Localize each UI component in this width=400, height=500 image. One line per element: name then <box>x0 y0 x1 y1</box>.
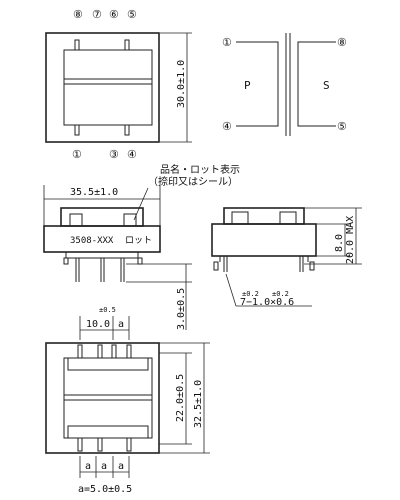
pin-label-4: ④ <box>127 148 137 161</box>
side-body <box>211 223 317 257</box>
pin-label-6: ⑥ <box>109 8 119 21</box>
schem-pin-4: ④ <box>222 120 232 133</box>
primary-winding <box>236 41 279 127</box>
side-dim-8: 8.0 <box>334 234 345 252</box>
pin-label-3: ③ <box>109 148 119 161</box>
bottom-view: ±0.5 10.0 a 22.0±0.5 32.5±1.0 <box>45 306 210 495</box>
pin-size-dim: 7−1.0×0.6 <box>240 297 294 308</box>
bottom-dim-22: 22.0±0.5 <box>175 374 186 422</box>
marking-lot: ロット <box>125 236 152 246</box>
bottom-dim-32: 32.5±1.0 <box>193 380 204 428</box>
front-view: 品名・ロット表示 （捺印又はシール） 35.5±1.0 3508-XXX ロット… <box>43 163 240 330</box>
front-width-dim: 35.5±1.0 <box>70 187 118 198</box>
marking-note-2: （捺印又はシール） <box>148 175 238 188</box>
pin-length-dim: 3.0±0.5 <box>176 288 187 330</box>
side-tol-left: ±0.2 <box>242 290 259 298</box>
side-height-dim: 20.0 MAX <box>345 216 356 264</box>
bottom-dim-a-1: a <box>85 461 91 472</box>
schematic: ① ④ ⑧ ⑤ P S <box>222 33 347 136</box>
bottom-tol: ±0.5 <box>99 306 116 314</box>
schem-pin-8: ⑧ <box>337 36 347 49</box>
bottom-outline <box>45 342 160 454</box>
marking-note-1: 品名・ロット表示 <box>160 163 240 176</box>
bottom-dim-a-top: a <box>118 319 124 330</box>
bottom-dim-a-3: a <box>118 461 124 472</box>
bottom-dim-a-2: a <box>101 461 107 472</box>
bottom-dim-10: 10.0 <box>86 319 110 330</box>
marking-part: 3508-XXX <box>70 236 114 246</box>
secondary-label: S <box>323 79 330 92</box>
pin-label-8: ⑧ <box>73 8 83 21</box>
secondary-winding <box>297 41 336 127</box>
schem-pin-1: ① <box>222 36 232 49</box>
top-outline <box>45 32 160 143</box>
schem-pin-5: ⑤ <box>337 120 347 133</box>
pin-label-7: ⑦ <box>92 8 102 21</box>
side-view: 8.0 20.0 MAX ±0.2 ±0.2 7−1.0×0.6 <box>211 207 362 308</box>
core-window <box>63 49 153 126</box>
primary-label: P <box>244 79 251 92</box>
pin-label-1: ① <box>72 148 82 161</box>
a-definition: a=5.0±0.5 <box>78 484 132 495</box>
side-tol-right: ±0.2 <box>272 290 289 298</box>
top-height-dim: 30.0±1.0 <box>176 60 187 108</box>
top-view: ⑧ ⑦ ⑥ ⑤ 30.0±1.0 ① ③ ④ <box>45 8 192 161</box>
pin-label-5: ⑤ <box>127 8 137 21</box>
